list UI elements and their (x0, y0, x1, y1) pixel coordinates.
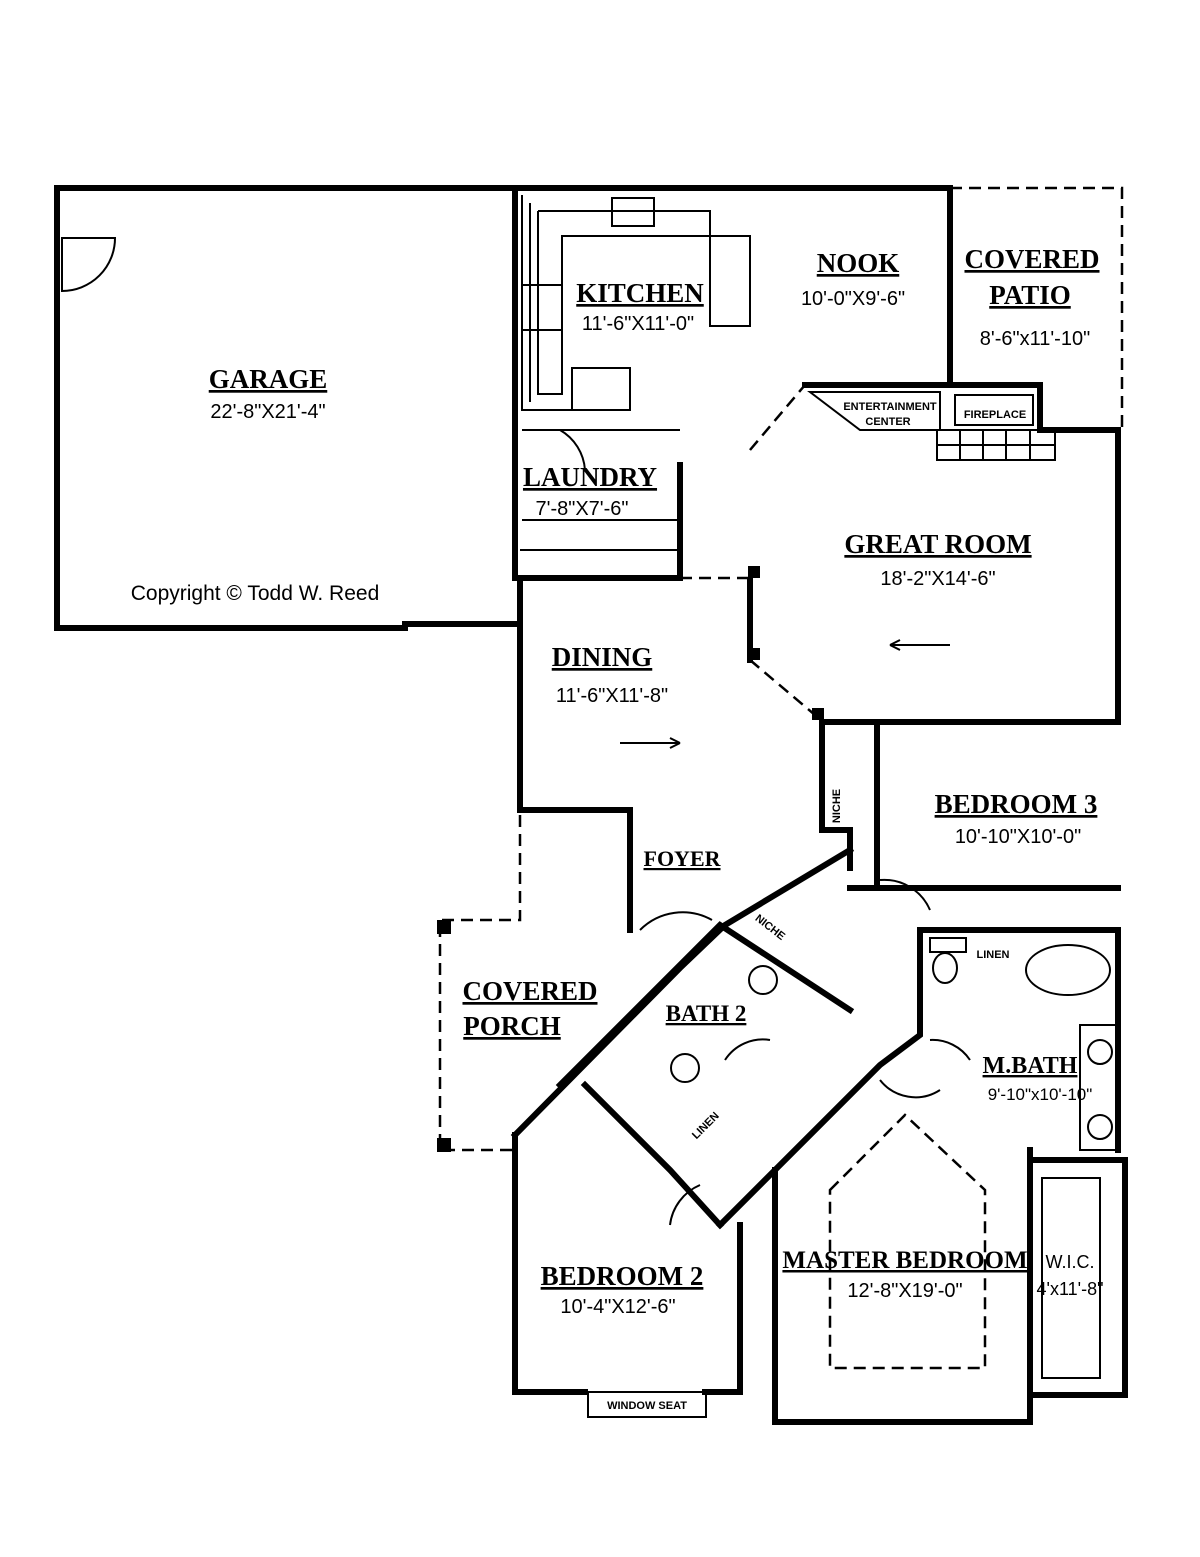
garage-label: GARAGE (209, 364, 328, 394)
bedroom2-label: BEDROOM 2 (541, 1261, 704, 1291)
patio-label-1: COVERED (964, 244, 1099, 274)
window-seat-label: WINDOW SEAT (607, 1400, 687, 1412)
laundry-size: 7'-8"X7'-6" (536, 498, 629, 520)
porch-label-1: COVERED (462, 976, 597, 1006)
niche2-label: NICHE (753, 912, 787, 943)
garage-size: 22'-8"X21'-4" (210, 401, 325, 423)
porch-label-2: PORCH (463, 1011, 561, 1041)
kitchen-size: 11'-6"X11'-0" (582, 313, 694, 335)
wic-size: 4'x11'-8" (1037, 1279, 1104, 1299)
linen2-label: LINEN (977, 949, 1010, 961)
nook-label: NOOK (817, 248, 900, 278)
bath2-label: BATH 2 (666, 1001, 747, 1026)
master-bedroom-label: MASTER BEDROOM (782, 1247, 1027, 1274)
room-labels: GARAGE 22'-8"X21'-4" Copyright © Todd W.… (131, 244, 1104, 1412)
nook-size: 10'-0"X9'-6" (801, 288, 905, 310)
mbath-size: 9'-10"x10'-10" (988, 1085, 1093, 1104)
master-bedroom-size: 12'-8"X19'-0" (847, 1280, 962, 1302)
copyright: Copyright © Todd W. Reed (131, 582, 380, 605)
foyer-label: FOYER (644, 846, 722, 871)
wic-label: W.I.C. (1046, 1252, 1095, 1272)
niche-label: NICHE (831, 789, 843, 823)
bedroom3-label: BEDROOM 3 (935, 789, 1098, 819)
dining-label: DINING (552, 642, 653, 672)
entertainment-label-2: CENTER (865, 416, 910, 428)
bedroom3-size: 10'-10"X10'-0" (955, 826, 1081, 848)
linen1-label: LINEN (690, 1110, 722, 1142)
great-room-size: 18'-2"X14'-6" (880, 568, 995, 590)
fireplace-label: FIREPLACE (964, 409, 1026, 421)
great-room-label: GREAT ROOM (844, 529, 1031, 559)
patio-label-2: PATIO (989, 280, 1071, 310)
patio-size: 8'-6"x11'-10" (980, 328, 1090, 350)
bedroom2-size: 10'-4"X12'-6" (560, 1296, 675, 1318)
dining-size: 11'-6"X11'-8" (556, 685, 668, 707)
kitchen-counters (520, 195, 1119, 1418)
mbath-label: M.BATH (983, 1053, 1078, 1079)
kitchen-label: KITCHEN (576, 278, 704, 308)
laundry-label: LAUNDRY (523, 462, 657, 492)
entertainment-label-1: ENTERTAINMENT (843, 401, 937, 413)
